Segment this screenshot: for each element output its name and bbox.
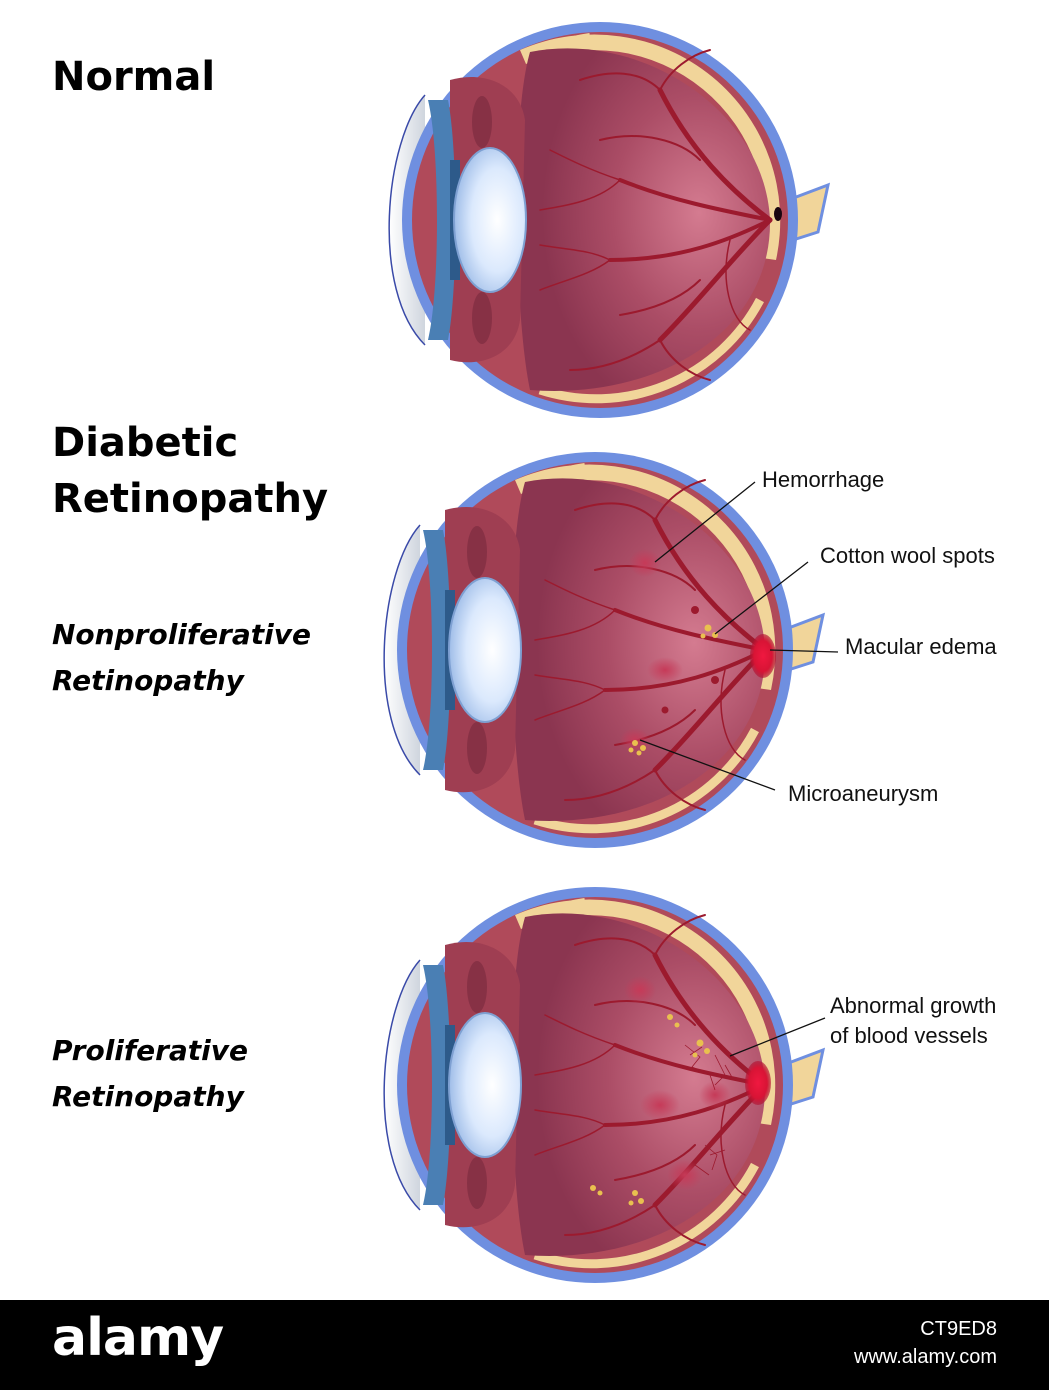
label-cotton-wool-spots: Cotton wool spots xyxy=(820,543,995,568)
heading-normal: Normal xyxy=(52,54,216,100)
heading-nonproliferative: Nonproliferative xyxy=(52,618,311,651)
heading-proliferative: Proliferative xyxy=(52,1034,248,1067)
heading-diabetic: Diabetic xyxy=(52,420,239,466)
watermark-footer xyxy=(0,1300,1049,1390)
label-macular-edema: Macular edema xyxy=(845,634,997,659)
heading-retinopathy: Retinopathy xyxy=(52,476,329,522)
label-of-blood-vessels: of blood vessels xyxy=(830,1023,988,1048)
label-abnormal-growth: Abnormal growth xyxy=(830,993,997,1018)
alamy-logo: alamy xyxy=(52,1308,224,1368)
image-id: CT9ED8 xyxy=(920,1318,997,1340)
footer-url: www.alamy.com xyxy=(854,1346,997,1368)
heading-proliferative-retinopathy: Retinopathy xyxy=(52,1080,244,1113)
label-microaneurysm: Microaneurysm xyxy=(788,781,939,806)
leader-lines xyxy=(639,481,839,1057)
eye-nonproliferative xyxy=(384,452,823,848)
eye-normal xyxy=(389,22,828,418)
eye-diagrams xyxy=(0,0,839,1300)
label-hemorrhage: Hemorrhage xyxy=(762,467,885,492)
eye-proliferative xyxy=(384,887,823,1283)
heading-nonproliferative-retinopathy: Retinopathy xyxy=(52,664,244,697)
